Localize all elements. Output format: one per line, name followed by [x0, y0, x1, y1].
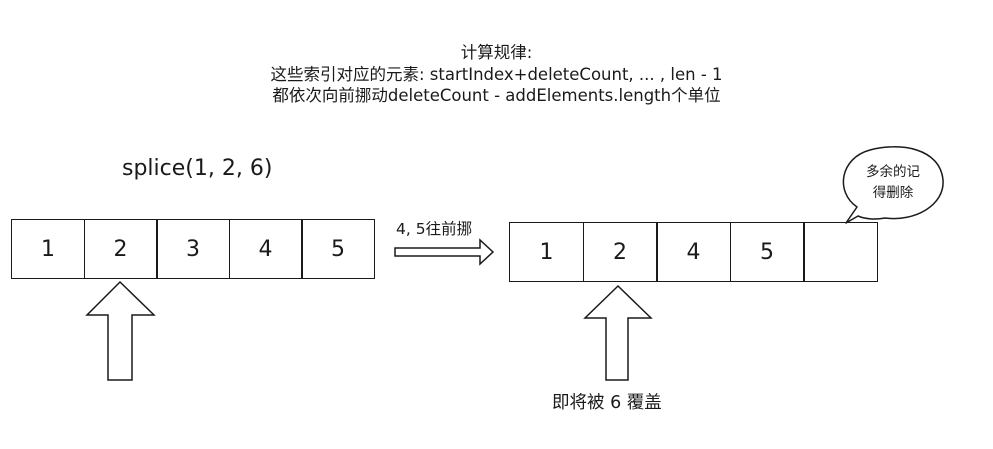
array-cell: 3: [156, 219, 230, 279]
caption-line-3: 都依次向前挪动deleteCount - addElements.length个…: [272, 86, 721, 105]
array-cell: 2: [83, 219, 158, 279]
caption-line-2: 这些索引对应的元素: startIndex+deleteCount, ... ,…: [270, 64, 723, 84]
array-cell: 4: [228, 219, 303, 279]
bubble-text: 多余的记 得删除: [852, 162, 934, 204]
move-label: 4, 5往前挪: [396, 220, 473, 238]
cover-label: 即将被 6 覆盖: [552, 393, 662, 413]
array-cell: 5: [729, 222, 805, 282]
shifted-array: 1 2 4 5: [509, 222, 878, 282]
array-cell: 1: [509, 222, 584, 282]
original-array: 1 2 3 4 5: [11, 219, 375, 279]
right-up-arrow: [583, 284, 653, 381]
array-cell: 5: [301, 219, 375, 279]
caption-line-1: 计算规律:: [460, 43, 533, 62]
array-cell: 4: [656, 222, 731, 282]
bubble-line-1: 多余的记: [866, 164, 920, 180]
array-cell: 1: [11, 219, 85, 279]
array-cell-empty: [803, 222, 878, 282]
left-up-arrow: [85, 280, 156, 381]
rule-caption: 计算规律: 这些索引对应的元素: startIndex+deleteCount,…: [0, 42, 993, 107]
bubble-line-2: 得删除: [872, 185, 914, 201]
array-cell: 2: [582, 222, 658, 282]
right-arrow: [394, 238, 495, 266]
splice-call-label: splice(1, 2, 6): [122, 156, 273, 181]
speech-bubble: [842, 146, 944, 224]
